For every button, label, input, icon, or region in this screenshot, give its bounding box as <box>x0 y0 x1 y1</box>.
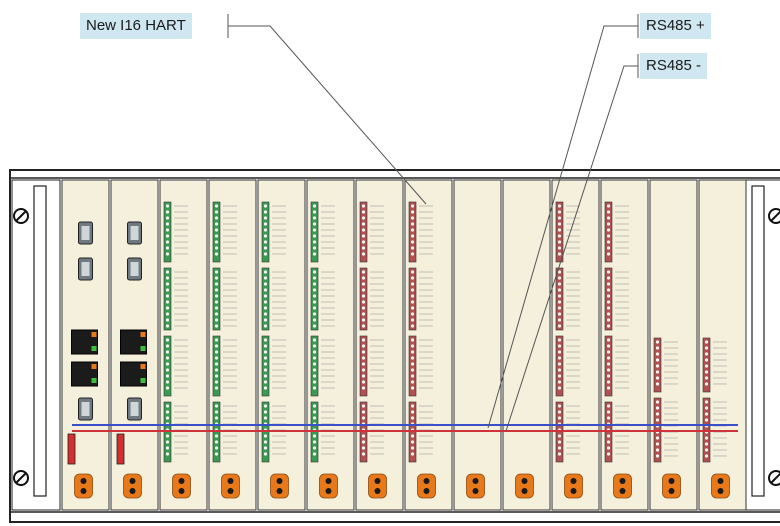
module-io-red-3 <box>600 179 649 511</box>
terminal-block <box>408 201 433 263</box>
screw-icon <box>13 208 29 224</box>
terminal-block <box>359 201 384 263</box>
callout-rs485-minus: RS485 - <box>640 53 708 79</box>
leader-rs485-plus <box>487 14 639 429</box>
power-connector-icon <box>711 473 730 499</box>
ethernet-port-icon <box>120 361 147 387</box>
leader-hart <box>227 14 427 205</box>
terminal-block <box>212 267 237 331</box>
rack-right-ear <box>743 179 780 511</box>
power-connector-icon <box>466 473 485 499</box>
power-connector-icon <box>172 473 191 499</box>
screw-icon <box>768 208 780 224</box>
rack-left-ear <box>11 179 61 511</box>
terminal-block <box>212 201 237 263</box>
terminal-block <box>163 201 188 263</box>
module-i16-hart <box>404 179 453 511</box>
terminal-block <box>555 267 580 331</box>
power-connector-icon <box>564 473 583 499</box>
terminal-block <box>359 335 384 397</box>
module-io-green-3 <box>257 179 306 511</box>
ethernet-port-icon <box>120 329 147 355</box>
module-io-red-2 <box>551 179 600 511</box>
module-blank-2 <box>502 179 551 511</box>
terminal-block <box>261 335 286 397</box>
terminal-block <box>261 267 286 331</box>
power-connector-icon <box>368 473 387 499</box>
terminal-block <box>310 335 335 397</box>
power-connector-icon <box>662 473 681 499</box>
terminal-block <box>555 335 580 397</box>
power-connector-icon <box>515 473 534 499</box>
serial-port-icon <box>127 221 142 245</box>
serial-port-icon <box>127 397 142 421</box>
callout-new-i16-hart: New I16 HART <box>80 13 192 39</box>
power-connector-icon <box>74 473 93 499</box>
terminal-block <box>163 335 188 397</box>
module-io-red-short-2 <box>698 179 747 511</box>
module-comm-1 <box>61 179 110 511</box>
terminal-block <box>604 267 629 331</box>
terminal-block <box>212 335 237 397</box>
ethernet-port-icon <box>71 361 98 387</box>
terminal-block <box>310 201 335 263</box>
terminal-block <box>408 267 433 331</box>
status-led <box>116 433 125 465</box>
module-io-green-4 <box>306 179 355 511</box>
terminal-block <box>310 267 335 331</box>
terminal-block <box>604 335 629 397</box>
power-connector-icon <box>613 473 632 499</box>
status-led <box>67 433 76 465</box>
rack-modules <box>61 179 747 511</box>
terminal-block <box>555 201 580 263</box>
power-connector-icon <box>123 473 142 499</box>
ethernet-port-icon <box>71 329 98 355</box>
serial-port-icon <box>78 397 93 421</box>
screw-icon <box>768 470 780 486</box>
module-io-green-2 <box>208 179 257 511</box>
terminal-block <box>604 201 629 263</box>
power-connector-icon <box>270 473 289 499</box>
power-connector-icon <box>417 473 436 499</box>
terminal-block <box>261 201 286 263</box>
leader-rs485-minus <box>505 54 639 432</box>
terminal-block <box>163 267 188 331</box>
power-connector-icon <box>221 473 240 499</box>
terminal-block <box>653 337 678 393</box>
terminal-block <box>408 335 433 397</box>
module-blank-1 <box>453 179 502 511</box>
module-io-red-1 <box>355 179 404 511</box>
terminal-block <box>359 267 384 331</box>
screw-icon <box>13 470 29 486</box>
module-io-red-short-1 <box>649 179 698 511</box>
serial-port-icon <box>127 257 142 281</box>
serial-port-icon <box>78 221 93 245</box>
callout-rs485-plus: RS485 + <box>640 13 711 39</box>
module-comm-2 <box>110 179 159 511</box>
module-io-green-1 <box>159 179 208 511</box>
serial-port-icon <box>78 257 93 281</box>
power-connector-icon <box>319 473 338 499</box>
terminal-block <box>702 337 727 393</box>
